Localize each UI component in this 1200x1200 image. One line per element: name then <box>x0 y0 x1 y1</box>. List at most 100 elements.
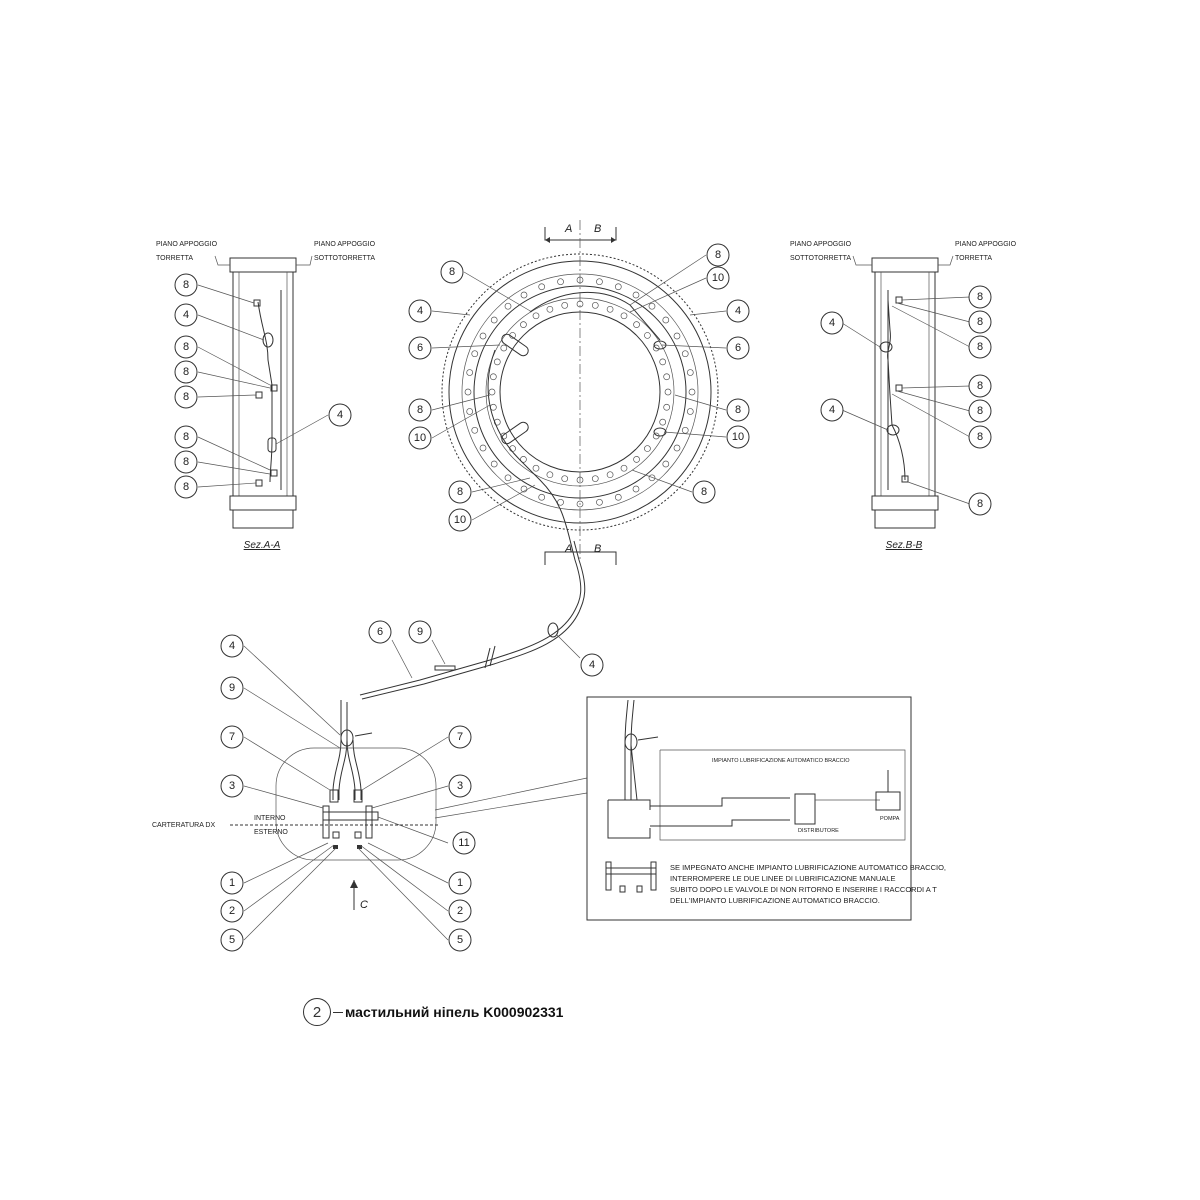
bolt-hole <box>596 278 603 286</box>
bolt-hole <box>662 460 670 468</box>
bolt-hole <box>662 316 670 324</box>
bolt-hole <box>490 460 498 468</box>
balloon-ring_right-2: 4 <box>726 299 750 323</box>
bolt-hole <box>614 493 622 501</box>
bolt-hole <box>520 456 527 463</box>
bolt-hole <box>633 321 640 328</box>
svg-text:4: 4 <box>735 305 741 317</box>
balloon-secB-0: 8 <box>968 285 992 309</box>
balloon-secA-6: 8 <box>174 425 198 449</box>
svg-text:8: 8 <box>183 366 189 378</box>
bolt-hole <box>466 408 474 415</box>
balloon-secB-2: 8 <box>968 335 992 359</box>
bolt-hole <box>561 475 569 483</box>
label-piano-torretta-a: PIANO APPOGGIO <box>156 241 218 248</box>
svg-text:8: 8 <box>977 498 983 510</box>
impianto-title: IMPIANTO LUBRIFICAZIONE AUTOMATICO BRACC… <box>712 758 850 764</box>
balloon-secB-1: 8 <box>968 310 992 334</box>
svg-text:8: 8 <box>457 486 463 498</box>
svg-text:8: 8 <box>735 404 741 416</box>
cut-a-bottom: A <box>564 543 572 555</box>
balloon-ring_right-4: 8 <box>726 398 750 422</box>
bolt-hole <box>479 332 487 340</box>
svg-text:10: 10 <box>414 432 426 444</box>
svg-text:5: 5 <box>229 934 235 946</box>
bolt-hole <box>620 464 628 472</box>
bolt-hole <box>490 316 498 324</box>
cut-b-top: B <box>594 223 601 235</box>
bolt-hole <box>479 444 487 452</box>
balloon-ring_left-2: 6 <box>408 336 432 360</box>
balloon-ring_right-1: 10 <box>706 266 730 290</box>
bolt-hole <box>500 344 508 352</box>
bolt-hole <box>648 474 656 482</box>
balloon-ring_left-1: 4 <box>408 299 432 323</box>
bolt-hole <box>557 498 564 506</box>
bolt-hole <box>504 474 512 482</box>
bolt-hole <box>664 388 672 396</box>
svg-text:4: 4 <box>337 409 343 421</box>
bolt-hole <box>686 408 694 415</box>
bolt-hole <box>652 344 660 352</box>
svg-text:4: 4 <box>829 404 835 416</box>
bolt-hole <box>493 358 501 366</box>
bolt-hole <box>681 426 689 434</box>
section-a-label: Sez.A-A <box>244 540 281 551</box>
label-sotto-a: SOTTOTORRETTA <box>314 255 375 262</box>
label-torretta-a: TORRETTA <box>156 255 193 262</box>
automatic-lubrication-detail: IMPIANTO LUBRIFICAZIONE AUTOMATICO BRACC… <box>586 696 946 921</box>
caption-dash <box>333 1011 343 1013</box>
bolt-hole <box>546 305 554 313</box>
bolt-hole <box>576 500 584 508</box>
bolt-hole <box>659 418 667 426</box>
distributor-label: DISTRIBUTORE <box>798 828 839 834</box>
label-piano-sotto-a: PIANO APPOGGIO <box>314 241 376 248</box>
svg-text:9: 9 <box>229 682 235 694</box>
bolt-hole <box>620 312 628 320</box>
bolt-hole <box>538 493 546 501</box>
label-carteratura: CARTERATURA DX <box>152 822 215 829</box>
bolt-hole <box>488 388 496 396</box>
bolt-hole <box>644 332 651 339</box>
bolt-hole <box>688 388 696 396</box>
bolt-hole <box>663 403 671 411</box>
svg-text:8: 8 <box>977 316 983 328</box>
balloon-pipe-2: 4 <box>580 653 604 677</box>
balloon-ring_left-0: 8 <box>440 260 464 284</box>
svg-text:8: 8 <box>977 291 983 303</box>
balloon-bottom_right-0: 7 <box>448 725 472 749</box>
svg-text:6: 6 <box>735 342 741 354</box>
svg-text:8: 8 <box>449 266 455 278</box>
svg-text:8: 8 <box>977 341 983 353</box>
bolt-hole <box>520 485 528 493</box>
svg-text:10: 10 <box>732 431 744 443</box>
balloon-secB-4: 8 <box>968 399 992 423</box>
balloon-secB_left-0: 4 <box>820 311 844 335</box>
balloon-pipe-1: 9 <box>408 620 432 644</box>
balloon-ring_right-0: 8 <box>706 243 730 267</box>
balloon-bottom_left-5: 2 <box>220 899 244 923</box>
svg-text:10: 10 <box>454 514 466 526</box>
balloon-ring_left-4: 10 <box>408 426 432 450</box>
balloon-secB-5: 8 <box>968 425 992 449</box>
bolt-hole <box>644 445 651 452</box>
bolt-hole <box>681 350 689 358</box>
svg-text:4: 4 <box>417 305 423 317</box>
bolt-hole <box>466 369 474 376</box>
cut-a-top: A <box>564 223 572 235</box>
svg-text:1: 1 <box>457 877 463 889</box>
bottom-left-detail: INTERNO ESTERNO CARTERATURA DX C <box>152 645 588 941</box>
bolt-hole <box>659 358 667 366</box>
balloon-ring_right-5: 10 <box>726 425 750 449</box>
svg-text:8: 8 <box>183 481 189 493</box>
bolt-hole <box>532 464 540 472</box>
bolt-hole <box>489 373 497 381</box>
balloon-secA-1: 4 <box>174 303 198 327</box>
section-b-b-view: Sez.B-B PIANO APPOGGIO SOTTOTORRETTA PIA… <box>790 241 1017 551</box>
label-torretta-b: TORRETTA <box>955 255 992 262</box>
bolt-hole <box>596 498 603 506</box>
label-interno: INTERNO <box>254 815 286 822</box>
svg-text:8: 8 <box>701 486 707 498</box>
balloon-bottom_left-1: 9 <box>220 676 244 700</box>
